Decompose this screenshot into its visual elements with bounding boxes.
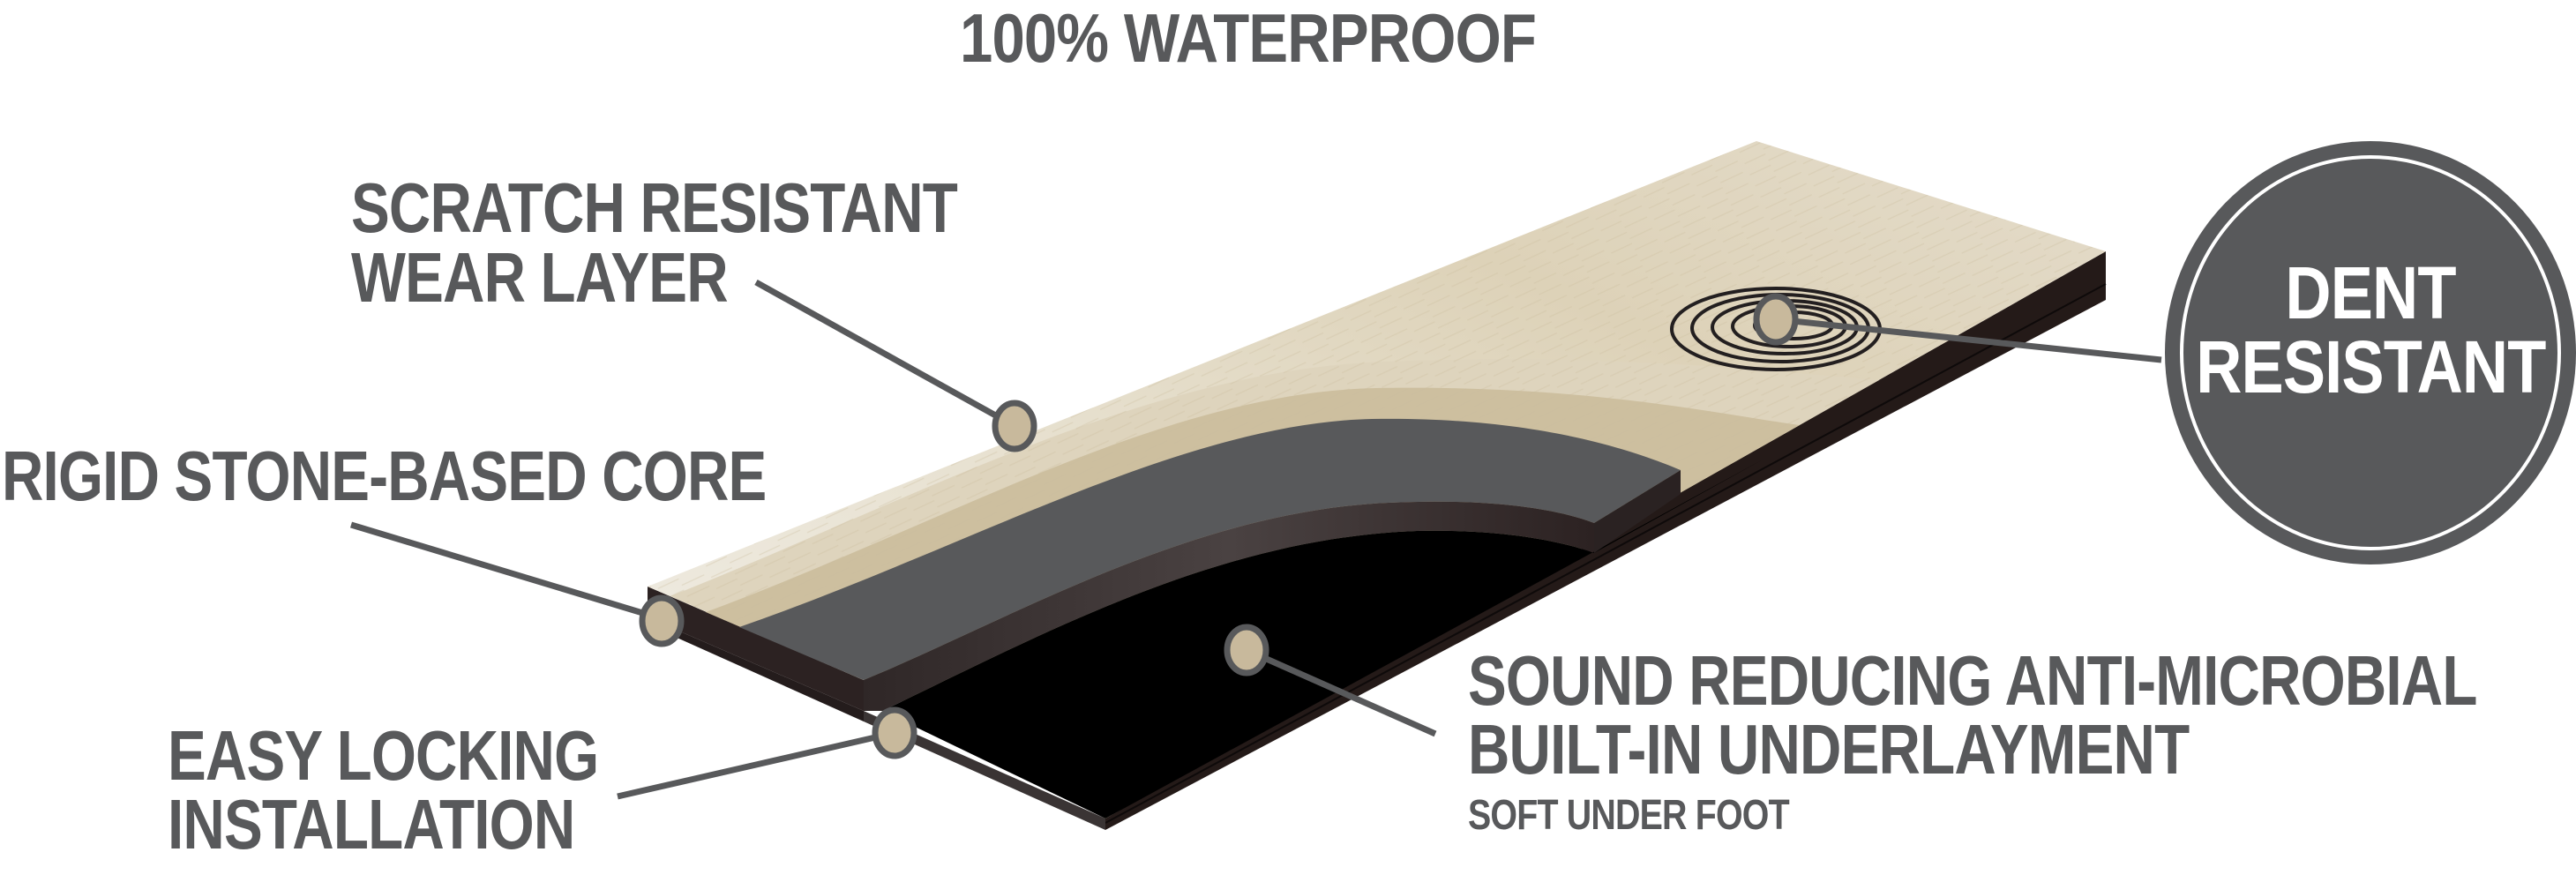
core-marker-icon [639, 594, 685, 647]
wear-layer-line1: SCRATCH RESISTANT [351, 168, 958, 247]
plank-front-face [648, 587, 864, 711]
underlayment-marker-icon [1224, 624, 1269, 676]
dent-badge-label: DENT RESISTANT [2168, 256, 2573, 404]
callout-markers [639, 293, 1799, 759]
locking-line2: INSTALLATION [168, 785, 575, 863]
wear-layer-callout: SCRATCH RESISTANT WEAR LAYER [351, 168, 958, 317]
title-text: 100% WATERPROOF [960, 0, 1537, 77]
underlayment-callout: SOUND REDUCING ANTI-MICROBIAL BUILT-IN U… [1468, 641, 2477, 839]
underlay-front-face [864, 711, 1105, 830]
underlayment-line2: BUILT-IN UNDERLAYMENT [1468, 710, 2190, 789]
rigid-core-edge [864, 501, 1594, 711]
locking-callout: EASY LOCKING INSTALLATION [168, 716, 599, 863]
wear-layer-marker-icon [992, 400, 1037, 452]
locking-marker-icon [872, 706, 917, 759]
dent-resistant-badge [2165, 141, 2576, 564]
core-callout: RIGID STONE-BASED CORE [2, 437, 767, 515]
underlayment-subtext: SOFT UNDER FOOT [1468, 792, 1790, 839]
dent-marker-icon [1753, 293, 1799, 346]
rigid-core-top [739, 418, 1681, 680]
core-line1: RIGID STONE-BASED CORE [2, 437, 767, 515]
dent-line2: RESISTANT [2196, 325, 2546, 408]
wear-layer-line2: WEAR LAYER [351, 238, 729, 317]
page-title: 100% WATERPROOF [960, 0, 1537, 77]
underlayment-top [882, 459, 1764, 818]
underlayment-line1: SOUND REDUCING ANTI-MICROBIAL [1468, 641, 2477, 720]
locking-line1: EASY LOCKING [168, 716, 599, 795]
dent-line1: DENT [2285, 251, 2456, 334]
leader-lines [349, 279, 2162, 800]
